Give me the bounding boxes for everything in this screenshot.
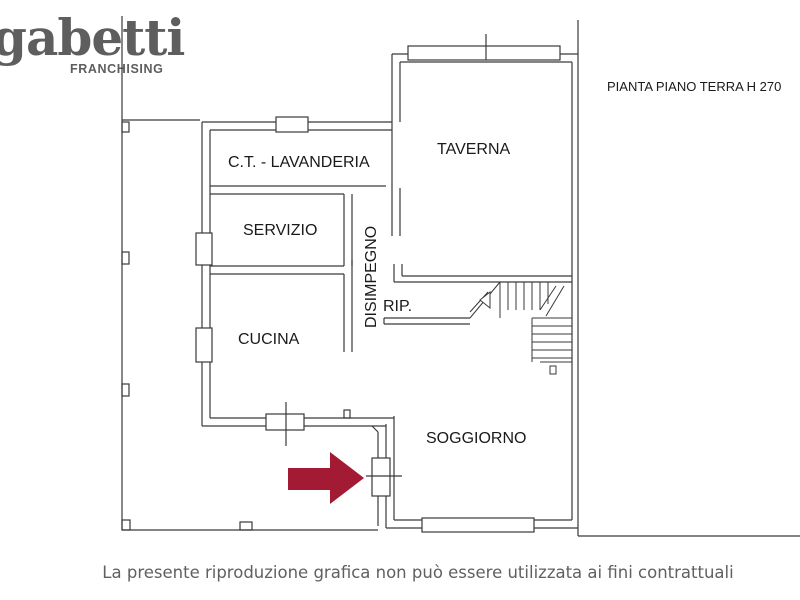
gabetti-logo: gabetti FRANCHISING bbox=[0, 10, 185, 90]
room-label-disimpegno: DISIMPEGNO bbox=[363, 226, 380, 328]
logo-subtitle: FRANCHISING bbox=[70, 62, 164, 76]
entrance-arrow-icon bbox=[288, 452, 364, 504]
room-label-lavanderia: C.T. - LAVANDERIA bbox=[228, 154, 370, 171]
room-label-soggiorno: SOGGIORNO bbox=[426, 430, 526, 447]
room-label-taverna: TAVERNA bbox=[437, 141, 511, 158]
staircase bbox=[469, 281, 572, 375]
plan-walls bbox=[121, 16, 800, 537]
plan-title: PIANTA PIANO TERRA H 270 bbox=[607, 79, 781, 94]
logo-wordmark: gabetti bbox=[0, 8, 185, 67]
disclaimer-text: La presente riproduzione grafica non può… bbox=[102, 563, 734, 582]
room-label-cucina: CUCINA bbox=[238, 331, 300, 348]
room-label-rip: RIP. bbox=[383, 298, 412, 315]
room-label-servizio: SERVIZIO bbox=[243, 222, 317, 239]
